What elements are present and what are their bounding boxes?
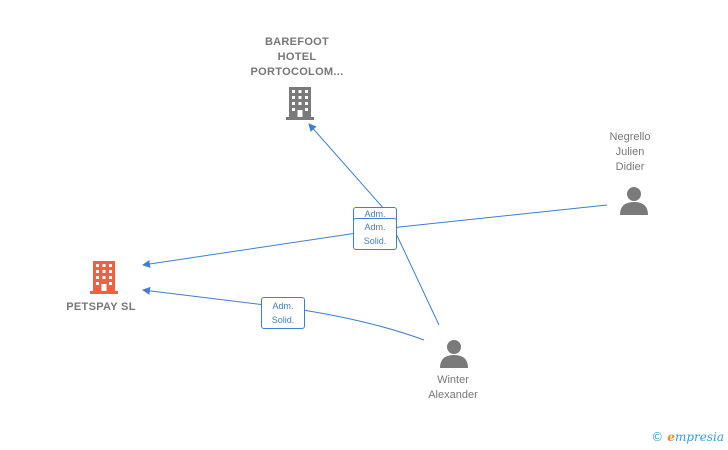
building-icon[interactable] xyxy=(88,260,120,294)
edge-label-winter-petspay[interactable]: Adm. Solid. xyxy=(261,297,305,329)
copyright-symbol: © xyxy=(651,430,664,444)
empresia-logo: ©empresia xyxy=(651,430,724,444)
edge-label-negrello-petspay[interactable]: Adm. Solid. xyxy=(353,218,397,250)
node-label-petspay[interactable]: PETSPAY SL xyxy=(66,301,136,313)
node-label-winter[interactable]: Winter Alexander xyxy=(428,374,478,401)
person-icon[interactable] xyxy=(619,186,649,216)
logo-text: mpresia xyxy=(674,430,724,444)
node-label-negrello[interactable]: Negrello Julien Didier xyxy=(609,131,651,173)
building-icon[interactable] xyxy=(284,86,316,120)
logo-e: e xyxy=(667,430,675,444)
person-icon[interactable] xyxy=(439,339,469,369)
node-label-barefoot[interactable]: BAREFOOT HOTEL PORTOCOLOM... xyxy=(250,36,344,78)
